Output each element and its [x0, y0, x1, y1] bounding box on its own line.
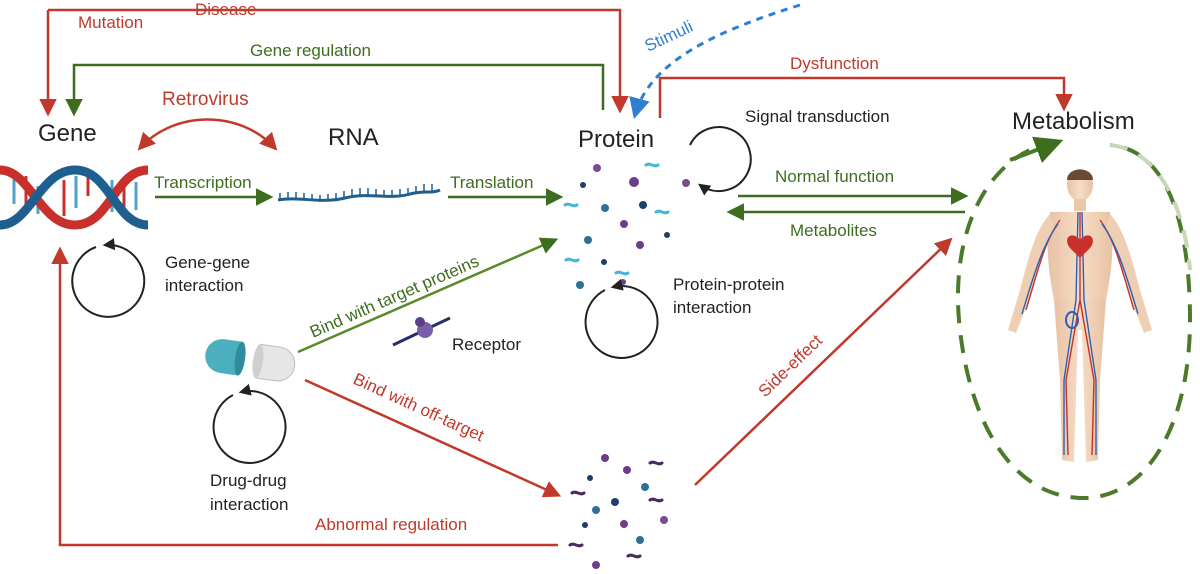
protein-title: Protein: [578, 126, 654, 153]
drug-drug-label-1: Drug-drug: [210, 471, 287, 490]
normal-function-label: Normal function: [775, 167, 894, 186]
side-effect-arrow: [694, 237, 953, 486]
bind-offtarget-arrow: [304, 378, 562, 498]
bind-target-arrow: [297, 237, 559, 354]
gene-regulation-arrow: [65, 63, 605, 117]
bind-offtarget-label: Bind with off-target: [350, 369, 487, 445]
receptor-icon: [392, 316, 451, 347]
stimuli-arrow: [629, 3, 801, 120]
metabolism-ring-faded: [1109, 143, 1192, 271]
human-body-icon: [1008, 169, 1152, 462]
metabolism-title: Metabolism: [1012, 108, 1135, 135]
gene-title: Gene: [38, 120, 97, 147]
retrovirus-label: Retrovirus: [162, 89, 249, 110]
offtarget-cluster-icon: [568, 454, 668, 569]
rna-strand-icon: [277, 184, 441, 202]
retrovirus-arrow: [137, 118, 278, 151]
mutation-label: Mutation: [78, 13, 143, 32]
disease-label: Disease: [195, 0, 256, 19]
gene-gene-label-1: Gene-gene: [165, 253, 250, 272]
protein-protein-loop: [584, 278, 659, 359]
dysfunction-arrow: [658, 76, 1073, 118]
gene-gene-loop: [71, 238, 146, 318]
drug-drug-label-2: interaction: [210, 495, 288, 514]
metabolism-ring-arrowhead: [1009, 136, 1064, 163]
signal-transduction-loop: [689, 126, 752, 196]
transcription-label: Transcription: [154, 173, 252, 192]
stimuli-label: Stimuli: [642, 17, 696, 56]
dysfunction-label: Dysfunction: [790, 54, 879, 73]
drug-capsule-icon: [205, 339, 296, 382]
rna-title: RNA: [328, 124, 379, 151]
protein-cluster-icon: [563, 162, 690, 289]
receptor-label: Receptor: [452, 335, 521, 354]
metabolism-dashed-ring: [955, 140, 1193, 501]
protein-protein-label-1: Protein-protein: [673, 275, 785, 294]
disease-arrow: [48, 8, 629, 114]
abnormal-regulation-label: Abnormal regulation: [315, 515, 467, 534]
gene-regulation-label: Gene regulation: [250, 41, 371, 60]
gene-gene-label-2: interaction: [165, 276, 243, 295]
bind-target-label: Bind with target proteins: [307, 252, 482, 342]
translation-label: Translation: [450, 173, 533, 192]
signal-transduction-label: Signal transduction: [745, 107, 890, 126]
dna-helix-icon: [0, 165, 149, 230]
drug-drug-loop: [212, 383, 287, 464]
side-effect-label: Side-effect: [755, 331, 827, 401]
abnormal-regulation-arrow: [51, 246, 558, 547]
metabolites-label: Metabolites: [790, 221, 877, 240]
protein-protein-label-2: interaction: [673, 298, 751, 317]
